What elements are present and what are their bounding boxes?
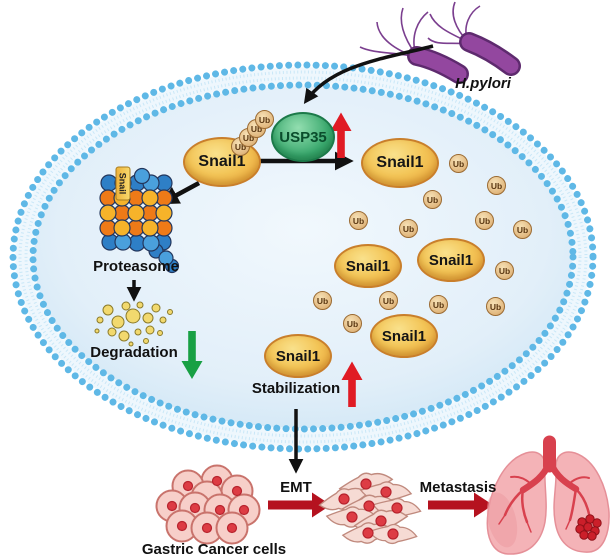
ubiquitin-free: Ub	[475, 211, 494, 230]
degradation-label: Degradation	[90, 344, 178, 361]
snail1-stabilized: Snail1	[370, 314, 438, 358]
snail1-deubiquitinated: Snail1	[361, 138, 439, 188]
usp35-up-arrow-icon	[330, 112, 352, 158]
emt-label: EMT	[280, 479, 312, 496]
ubiquitin-free: Ub	[513, 220, 532, 239]
ubiquitin-free: Ub	[399, 219, 418, 238]
h-pylori-label: H.pylori	[455, 75, 511, 92]
mesenchymal-cells-icon	[316, 468, 423, 548]
metastasis-arrow-icon	[428, 492, 493, 518]
ubiquitin-free: Ub	[429, 295, 448, 314]
usp35-molecule: USP35	[271, 112, 335, 162]
ubiquitin-free: Ub	[349, 211, 368, 230]
ubiquitin-chain: Ub	[255, 110, 274, 129]
snail1-ubiquitinated: Snail1	[183, 137, 261, 187]
degradation-particles-icon	[94, 301, 173, 347]
snail1-stabilized: Snail1	[334, 244, 402, 288]
ubiquitin-free: Ub	[486, 297, 505, 316]
cell-membrane	[9, 61, 597, 453]
stabilization-label: Stabilization	[251, 380, 341, 397]
snail1-stabilized: Snail1	[264, 334, 332, 378]
lungs-icon	[486, 435, 610, 555]
emt-arrow-icon	[268, 492, 331, 518]
proteasome-icon	[99, 167, 180, 274]
infection-arrow	[303, 44, 434, 105]
ubiquitin-free: Ub	[343, 314, 362, 333]
tumor-icon	[575, 514, 602, 541]
gastric-cancer-cells-label: Gastric Cancer cells	[141, 541, 287, 558]
proteasome-label: Proteasome	[93, 258, 179, 275]
h-pylori-icon	[359, 1, 521, 84]
metastasis-label: Metastasis	[419, 479, 497, 496]
ubiquitin-free: Ub	[313, 291, 332, 310]
gastric-cancer-cells-icon	[155, 464, 261, 545]
ubiquitin-free: Ub	[423, 190, 442, 209]
degradation-down-arrow-icon	[181, 331, 203, 379]
stabilization-up-arrow-icon	[341, 361, 363, 407]
ubiquitin-free: Ub	[495, 261, 514, 280]
ubiquitin-free: Ub	[487, 176, 506, 195]
ubiquitin-free: Ub	[379, 291, 398, 310]
snail-tag: Snail	[115, 166, 131, 201]
snail1-stabilized: Snail1	[417, 238, 485, 282]
ubiquitin-free: Ub	[449, 154, 468, 173]
